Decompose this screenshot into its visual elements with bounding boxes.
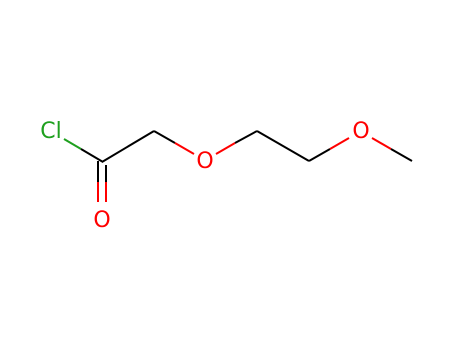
carbonyl-oxygen-atom-label: O: [93, 208, 110, 233]
chlorine-atom-label: Cl: [40, 119, 61, 144]
bond-cl-c1-cl-half: [63, 138, 82, 150]
bond-cl-c1-c-half: [80, 148, 104, 163]
bond-c4-o2-c-half: [308, 148, 331, 162]
ether-oxygen-2-atom-label: O: [352, 119, 369, 144]
bond-c1-c2: [101, 130, 155, 163]
bond-c3-c4: [256, 130, 310, 162]
ether-oxygen-1-atom-label: O: [196, 149, 213, 174]
bond-o1-c3-o-half: [215, 142, 236, 155]
bond-o2-c5-o-half: [371, 137, 392, 150]
bonds: [63, 130, 413, 202]
bond-c4-o2-o-half: [329, 137, 350, 150]
bond-c2-o1-c-half: [153, 130, 176, 144]
bond-c2-o1-o-half: [174, 142, 195, 155]
bond-o2-c5-c-half: [390, 148, 413, 162]
atom-labels: Cl O O O: [40, 119, 369, 233]
bond-o1-c3-c-half: [234, 130, 258, 144]
